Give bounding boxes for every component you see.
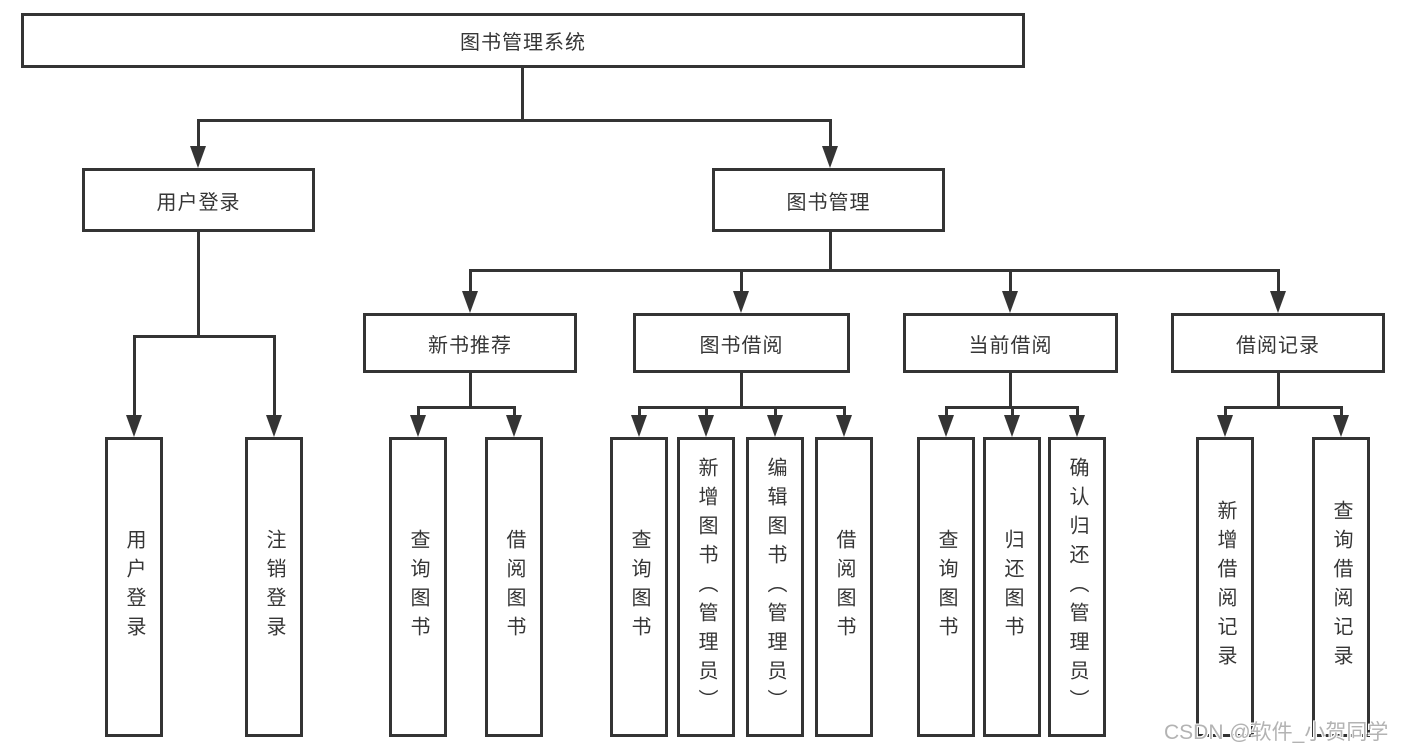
arrow-down-icon [1333,415,1349,437]
arrow-down-icon [1217,415,1233,437]
connector [469,373,472,409]
node-book-management: 图书管理 [712,168,945,232]
leaf-query-books: 查询图书 [610,437,668,737]
connector [1224,406,1227,418]
connector [1224,406,1343,409]
arrow-down-icon [1002,291,1018,313]
connector [1009,269,1012,295]
connector [1009,373,1012,409]
leaf-borrow-books: 借阅图书 [485,437,543,737]
connector [521,68,524,121]
arrow-down-icon [266,415,282,437]
arrow-down-icon [631,415,647,437]
leaf-add-borrow-record: 新增借阅记录 [1196,437,1254,737]
node-borrowing-records: 借阅记录 [1171,313,1385,373]
leaf-borrow-books: 借阅图书 [815,437,873,737]
arrow-down-icon [938,415,954,437]
connector [513,406,516,418]
connector [469,269,472,295]
leaf-return-books: 归还图书 [983,437,1041,737]
connector [197,232,200,338]
arrow-down-icon [822,146,838,168]
leaf-query-books: 查询图书 [917,437,975,737]
arrow-down-icon [733,291,749,313]
leaf-confirm-return-admin: 确认归还（管理员） [1048,437,1106,737]
connector [197,119,832,122]
connector [197,119,200,149]
node-book-borrowing: 图书借阅 [633,313,850,373]
arrow-down-icon [506,415,522,437]
connector [133,335,276,338]
arrow-down-icon [1069,415,1085,437]
csdn-watermark: CSDN @软件_小贺同学 [1164,721,1389,744]
connector [829,119,832,149]
arrow-down-icon [410,415,426,437]
connector [417,406,516,409]
connector [1277,269,1280,295]
connector [273,335,276,417]
connector [1076,406,1079,418]
leaf-user-login: 用户登录 [105,437,163,737]
connector [740,269,743,295]
arrow-down-icon [836,415,852,437]
connector [417,406,420,418]
connector [638,406,641,418]
arrow-down-icon [462,291,478,313]
connector [133,335,136,417]
leaf-query-borrow-record: 查询借阅记录 [1312,437,1370,737]
connector [1277,373,1280,409]
connector [1340,406,1343,418]
connector [1011,406,1014,418]
leaf-logout: 注销登录 [245,437,303,737]
connector [705,406,708,418]
leaf-edit-books-admin: 编辑图书（管理员） [746,437,804,737]
connector [843,406,846,418]
connector [774,406,777,418]
connector [469,269,1280,272]
arrow-down-icon [767,415,783,437]
node-user-login: 用户登录 [82,168,315,232]
connector [829,232,832,272]
connector [638,406,846,409]
leaf-add-books-admin: 新增图书（管理员） [677,437,735,737]
connector [945,406,948,418]
arrow-down-icon [1004,415,1020,437]
node-new-book-recommend: 新书推荐 [363,313,577,373]
arrow-down-icon [190,146,206,168]
connector [740,373,743,409]
arrow-down-icon [126,415,142,437]
arrow-down-icon [1270,291,1286,313]
leaf-query-books: 查询图书 [389,437,447,737]
arrow-down-icon [698,415,714,437]
node-current-borrowing: 当前借阅 [903,313,1118,373]
node-root-system: 图书管理系统 [21,13,1025,68]
